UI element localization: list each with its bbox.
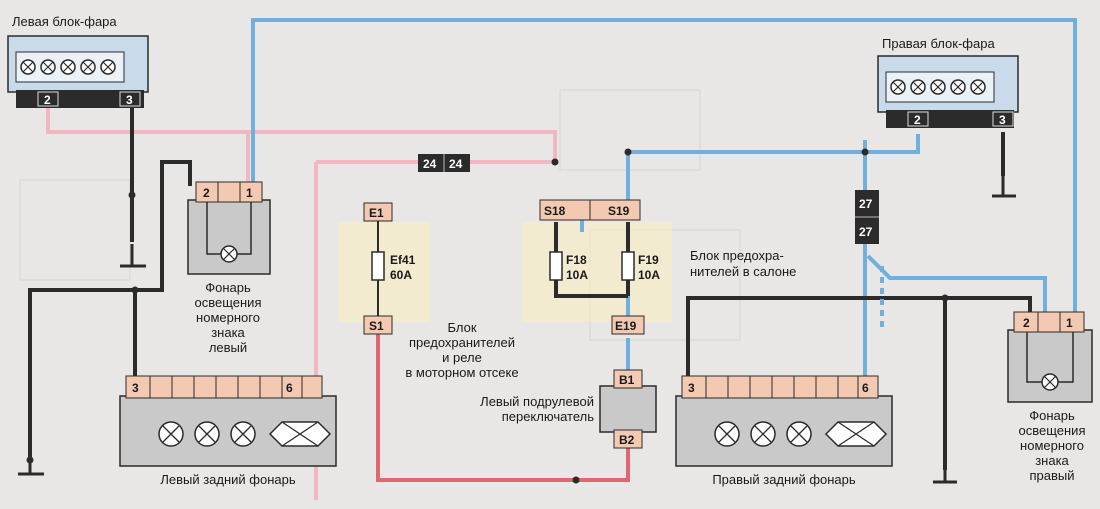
right-plate-lamp-pin-1: 1 [1066, 316, 1073, 330]
right-plate-lamp-caption-5: правый [1029, 468, 1074, 483]
fuse-icon [621, 251, 635, 281]
engine-fuse-pin-e1: E1 [369, 206, 384, 220]
engine-fuse-rating: 60A [390, 268, 412, 282]
right-headlight-pin-2: 2 [914, 113, 921, 127]
left-headlight-title: Левая блок-фара [12, 14, 117, 29]
switch-pin-b2: B2 [619, 433, 635, 447]
switch-caption-2: переключатель [502, 409, 595, 424]
connector-27: 27 27 [855, 190, 879, 244]
cabin-fuse2-rating: 10A [638, 268, 660, 282]
cabin-fuse-pin-e19: E19 [615, 319, 637, 333]
fuse-icon [371, 251, 385, 281]
left-plate-lamp-caption-1: Фонарь [205, 280, 251, 295]
left-plate-lamp: 2 1 Фонарь освещения номерного знака лев… [187, 181, 271, 355]
left-plate-lamp-caption-5: левый [209, 340, 247, 355]
right-plate-lamp-caption-1: Фонарь [1029, 408, 1075, 423]
switch-caption-1: Левый подрулевой [480, 394, 594, 409]
left-headlight-pin-2: 2 [44, 93, 51, 107]
engine-fuse-name: Ef41 [390, 253, 416, 267]
left-plate-lamp-pin-1: 1 [246, 186, 253, 200]
left-plate-lamp-caption-3: номерного [196, 310, 260, 325]
cabin-fuse-zone [522, 222, 672, 322]
right-plate-lamp-pin-2: 2 [1023, 316, 1030, 330]
right-rear-caption: Правый задний фонарь [712, 472, 856, 487]
left-plate-lamp-caption-2: освещения [195, 295, 262, 310]
engine-fuse-caption-2: предохранителей [409, 335, 515, 350]
right-plate-lamp-caption-4: знака [1035, 453, 1069, 468]
dashed-segments [130, 140, 1005, 242]
cabin-fuse2-name: F19 [638, 253, 659, 267]
connector-24: 24 24 [418, 154, 470, 172]
right-plate-lamp-caption-3: номерного [1020, 438, 1084, 453]
left-rear-pin-6: 6 [286, 381, 293, 395]
right-headlight: Правая блок-фара 2 3 [877, 36, 1019, 128]
left-headlight: Левая блок-фара 2 3 [7, 14, 149, 108]
left-headlight-pin-3: 3 [126, 93, 133, 107]
engine-fuse-caption-1: Блок [447, 320, 476, 335]
left-rear-pin-3: 3 [132, 381, 139, 395]
connector-27-pin-b: 27 [859, 225, 873, 239]
cabin-fuse-caption-1: Блок предохра- [690, 248, 784, 263]
right-plate-lamp-caption-2: освещения [1019, 423, 1086, 438]
cabin-fuse-block: S18 S19 F18 10A F19 10A E19 Блок предохр… [539, 199, 796, 335]
connector-27-pin-a: 27 [859, 197, 873, 211]
right-headlight-pin-3: 3 [999, 113, 1006, 127]
right-rear-pin-3: 3 [688, 381, 695, 395]
fuse-icon [549, 251, 563, 281]
wires-blue [251, 18, 1077, 378]
cabin-fuse1-name: F18 [566, 253, 587, 267]
connector-24-pin-a: 24 [423, 157, 437, 171]
right-rear-light: 3 6 Правый задний фонарь [675, 375, 893, 487]
left-plate-lamp-pin-2: 2 [203, 186, 210, 200]
engine-fuse-caption-3: и реле [442, 350, 482, 365]
wires-black [28, 108, 1032, 470]
engine-fuse-caption-4: в моторном отсеке [405, 365, 518, 380]
right-rear-pin-6: 6 [862, 381, 869, 395]
cabin-fuse-pin-s18: S18 [544, 204, 566, 218]
steering-switch: B1 B2 Левый подрулевой переключатель [480, 369, 657, 449]
left-plate-lamp-caption-4: знака [211, 325, 245, 340]
cabin-fuse1-rating: 10A [566, 268, 588, 282]
right-headlight-title: Правая блок-фара [882, 36, 995, 51]
cabin-fuse-pin-s19: S19 [608, 204, 630, 218]
cabin-fuse-caption-2: нителей в салоне [690, 264, 796, 279]
connector-24-pin-b: 24 [449, 157, 463, 171]
left-rear-light: 3 6 Левый задний фонарь [119, 375, 337, 487]
right-plate-lamp: 2 1 Фонарь освещения номерного знака пра… [1007, 311, 1093, 483]
switch-pin-b1: B1 [619, 373, 635, 387]
left-rear-caption: Левый задний фонарь [160, 472, 296, 487]
ground-symbols [18, 176, 1016, 484]
wires-red [376, 334, 630, 482]
engine-fuse-pin-s1: S1 [369, 319, 384, 333]
engine-fuse-block: E1 Ef41 60A S1 Блок предохранителей и ре… [363, 202, 519, 380]
junction-dots [26, 148, 949, 484]
